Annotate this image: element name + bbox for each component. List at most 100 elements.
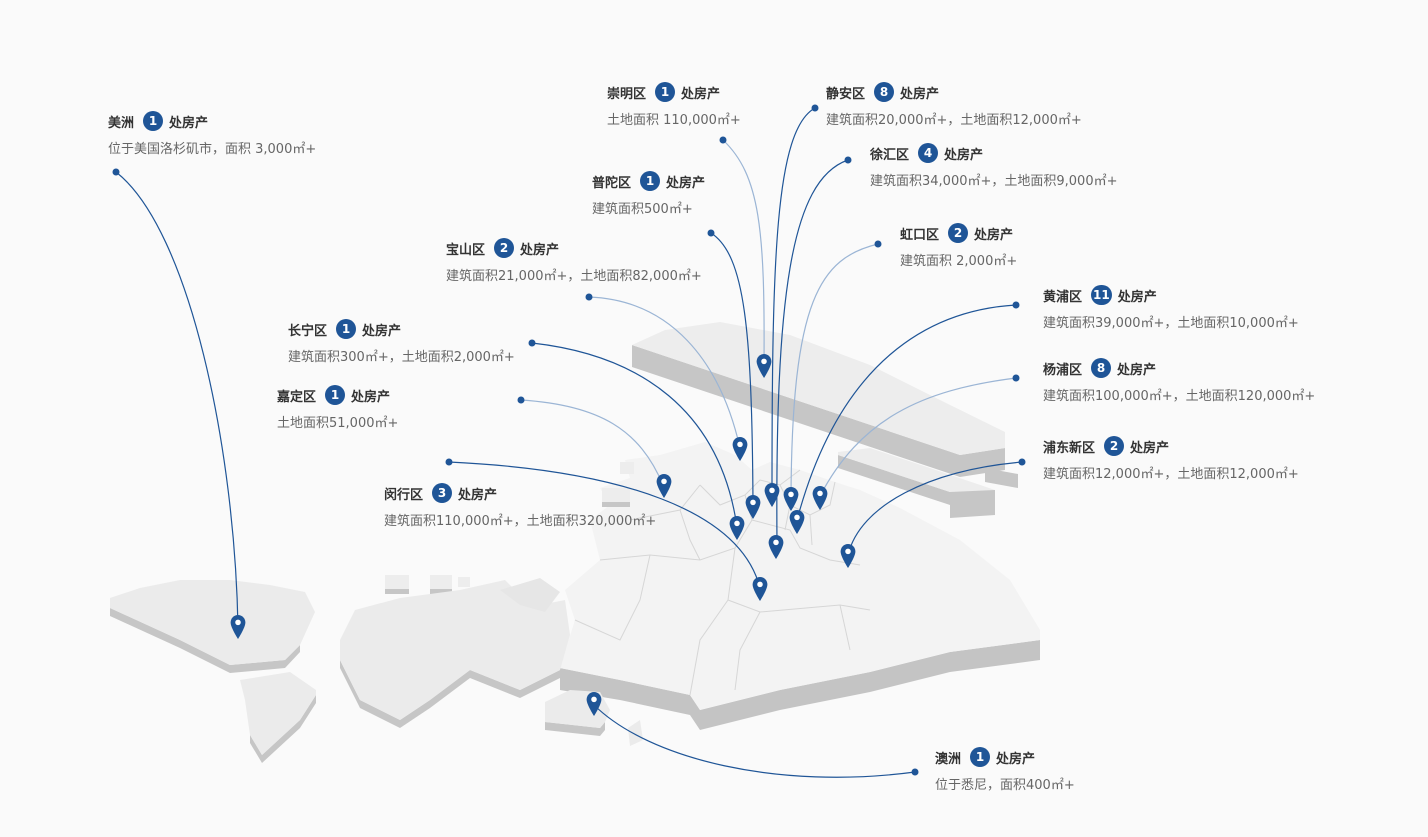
line-putuo bbox=[710, 232, 754, 506]
dot-huangpu bbox=[1012, 301, 1020, 309]
unit-label: 处房产 bbox=[681, 86, 721, 102]
unit-label: 处房产 bbox=[666, 175, 706, 191]
location-desc: 建筑面积39,000㎡+，土地面积10,000㎡+ bbox=[1043, 316, 1299, 331]
mainland bbox=[560, 442, 1040, 710]
eurasia-africa bbox=[340, 580, 570, 720]
count-badge: 8 bbox=[874, 82, 895, 102]
dot-xuhui bbox=[844, 156, 852, 164]
chongming-island bbox=[632, 322, 1005, 455]
unit-label: 处房产 bbox=[351, 389, 391, 405]
chongming-island-side bbox=[632, 345, 1005, 477]
location-name: 崇明区 bbox=[607, 86, 647, 102]
dot-jiading bbox=[517, 396, 525, 404]
location-desc: 建筑面积12,000㎡+，土地面积12,000㎡+ bbox=[1043, 467, 1299, 482]
eurasia-side bbox=[340, 660, 560, 728]
label-minhang: 闵行区 3 处房产 建筑面积110,000㎡+，土地面积320,000㎡+ bbox=[384, 482, 656, 529]
count-badge: 1 bbox=[970, 747, 991, 767]
location-desc: 建筑面积20,000㎡+，土地面积12,000㎡+ bbox=[826, 113, 1082, 128]
shanghai-map bbox=[385, 322, 1040, 730]
location-name: 黄浦区 bbox=[1043, 289, 1083, 305]
label-huangpu: 黄浦区 11 处房产 建筑面积39,000㎡+，土地面积10,000㎡+ bbox=[1043, 284, 1299, 331]
line-yangpu bbox=[819, 377, 1017, 497]
location-desc: 建筑面积500㎡+ bbox=[592, 202, 693, 217]
location-name: 嘉定区 bbox=[277, 389, 317, 405]
line-huangpu bbox=[796, 304, 1017, 521]
location-desc: 建筑面积21,000㎡+，土地面积82,000㎡+ bbox=[446, 269, 702, 284]
location-name: 徐汇区 bbox=[870, 147, 910, 163]
location-name: 长宁区 bbox=[288, 323, 328, 339]
location-name: 宝山区 bbox=[446, 242, 486, 258]
count-badge: 4 bbox=[918, 143, 939, 163]
dot-americas bbox=[112, 168, 120, 176]
line-pudong bbox=[847, 461, 1023, 556]
count-badge: 1 bbox=[325, 385, 346, 405]
location-desc: 建筑面积110,000㎡+，土地面积320,000㎡+ bbox=[384, 514, 657, 529]
unit-label: 处房产 bbox=[944, 147, 984, 163]
count-badge: 2 bbox=[948, 223, 969, 243]
location-name: 浦东新区 bbox=[1043, 440, 1096, 456]
count-badge: 2 bbox=[1104, 436, 1125, 456]
location-desc: 建筑面积100,000㎡+，土地面积120,000㎡+ bbox=[1043, 389, 1316, 404]
north-america-side bbox=[110, 608, 300, 673]
line-australia bbox=[593, 704, 916, 778]
location-name: 静安区 bbox=[826, 86, 866, 102]
dot-putuo bbox=[707, 229, 715, 237]
count-badge: 11 bbox=[1091, 285, 1112, 305]
unit-label: 处房产 bbox=[458, 487, 498, 503]
label-chongming: 崇明区 1 处房产 土地面积 110,000㎡+ bbox=[607, 81, 741, 128]
count-badge: 8 bbox=[1091, 358, 1112, 378]
line-jingan bbox=[771, 107, 816, 494]
location-desc: 建筑面积34,000㎡+，土地面积9,000㎡+ bbox=[870, 174, 1118, 189]
label-putuo: 普陀区 1 处房产 建筑面积500㎡+ bbox=[592, 170, 705, 217]
south-america bbox=[240, 672, 316, 755]
line-americas bbox=[115, 171, 239, 629]
location-desc: 土地面积 110,000㎡+ bbox=[607, 113, 741, 128]
location-desc: 建筑面积 2,000㎡+ bbox=[900, 254, 1018, 269]
dot-jingan bbox=[811, 104, 819, 112]
dot-changning bbox=[528, 339, 536, 347]
australia-side bbox=[545, 722, 605, 736]
unit-label: 处房产 bbox=[1117, 289, 1157, 305]
unit-label: 处房产 bbox=[520, 242, 560, 258]
location-name: 美洲 bbox=[108, 115, 135, 131]
label-baoshan: 宝山区 2 处房产 建筑面积21,000㎡+，土地面积82,000㎡+ bbox=[446, 237, 702, 284]
line-baoshan bbox=[588, 296, 741, 449]
connector-lines bbox=[115, 107, 1023, 778]
line-xuhui bbox=[776, 159, 849, 546]
world-map bbox=[110, 578, 643, 763]
count-badge: 1 bbox=[336, 319, 357, 339]
label-jingan: 静安区 8 处房产 建筑面积20,000㎡+，土地面积12,000㎡+ bbox=[826, 81, 1082, 128]
dot-chongming bbox=[719, 136, 727, 144]
map-fragments bbox=[385, 462, 634, 589]
dot-yangpu bbox=[1012, 374, 1020, 382]
unit-label: 处房产 bbox=[1130, 440, 1170, 456]
location-name: 闵行区 bbox=[384, 487, 424, 503]
line-hongkou bbox=[790, 243, 879, 498]
count-badge: 1 bbox=[640, 171, 661, 191]
middle-east bbox=[500, 578, 560, 612]
count-badge: 2 bbox=[494, 238, 515, 258]
north-america bbox=[110, 580, 315, 665]
changxing-island bbox=[838, 448, 995, 505]
changxing-island-side bbox=[838, 455, 950, 505]
unit-label: 处房产 bbox=[169, 115, 209, 131]
location-name: 虹口区 bbox=[900, 227, 940, 243]
location-name: 普陀区 bbox=[592, 175, 632, 191]
count-badge: 3 bbox=[432, 483, 453, 503]
location-desc: 土地面积51,000㎡+ bbox=[277, 416, 399, 431]
unit-label: 处房产 bbox=[996, 751, 1036, 767]
label-pudong: 浦东新区 2 处房产 建筑面积12,000㎡+，土地面积12,000㎡+ bbox=[1043, 435, 1299, 482]
dot-pudong bbox=[1018, 458, 1026, 466]
new-zealand bbox=[628, 720, 643, 746]
location-desc: 位于美国洛杉矶市，面积 3,000㎡+ bbox=[108, 142, 317, 157]
location-desc: 位于悉尼，面积400㎡+ bbox=[935, 778, 1075, 793]
unit-label: 处房产 bbox=[900, 86, 940, 102]
label-jiading: 嘉定区 1 处房产 土地面积51,000㎡+ bbox=[277, 384, 398, 431]
location-name: 杨浦区 bbox=[1043, 362, 1083, 378]
count-badge: 1 bbox=[655, 82, 676, 102]
